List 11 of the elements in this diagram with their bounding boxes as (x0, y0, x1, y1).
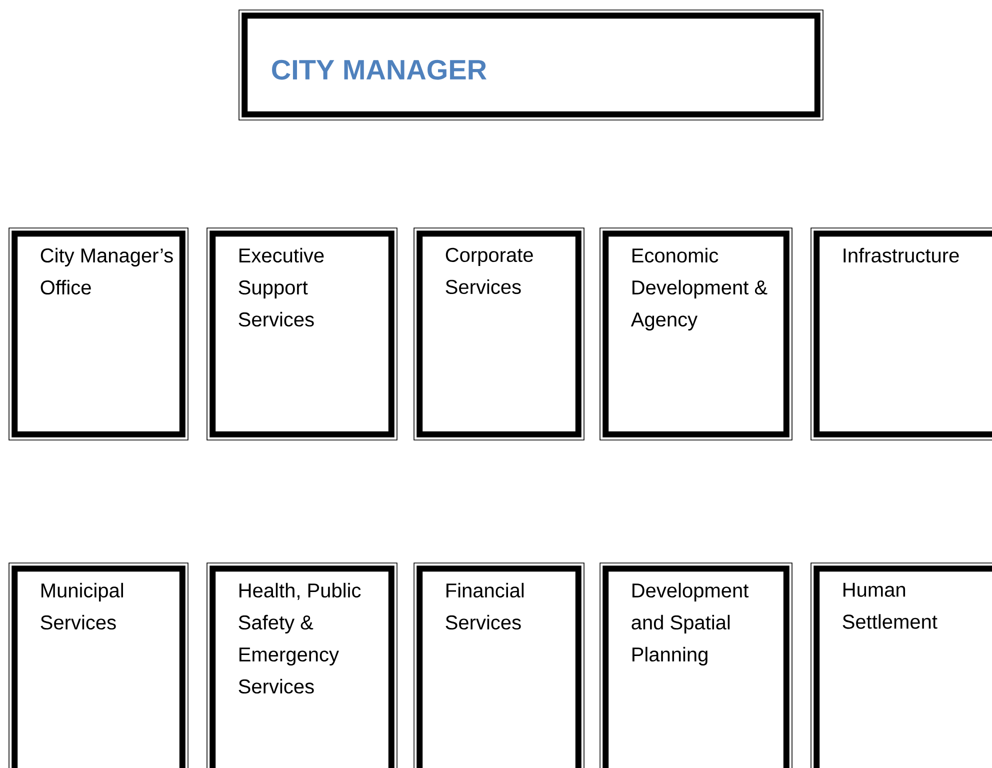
department-box: Health, Public Safety & Emergency Services (206, 562, 398, 768)
department-box: Infrastructure (810, 228, 992, 440)
title-box: CITY MANAGER (238, 10, 824, 120)
department-box: City Manager’s Office (8, 228, 188, 440)
department-box: Development and Spatial Planning (600, 562, 792, 768)
department-box: Economic Development & Agency (600, 228, 792, 440)
department-box: Municipal Services (8, 562, 188, 768)
department-box: Executive Support Services (206, 228, 398, 440)
department-box: Financial Services (414, 562, 584, 768)
department-box: Human Settlement (810, 562, 992, 768)
department-box: Corporate Services (414, 228, 584, 440)
